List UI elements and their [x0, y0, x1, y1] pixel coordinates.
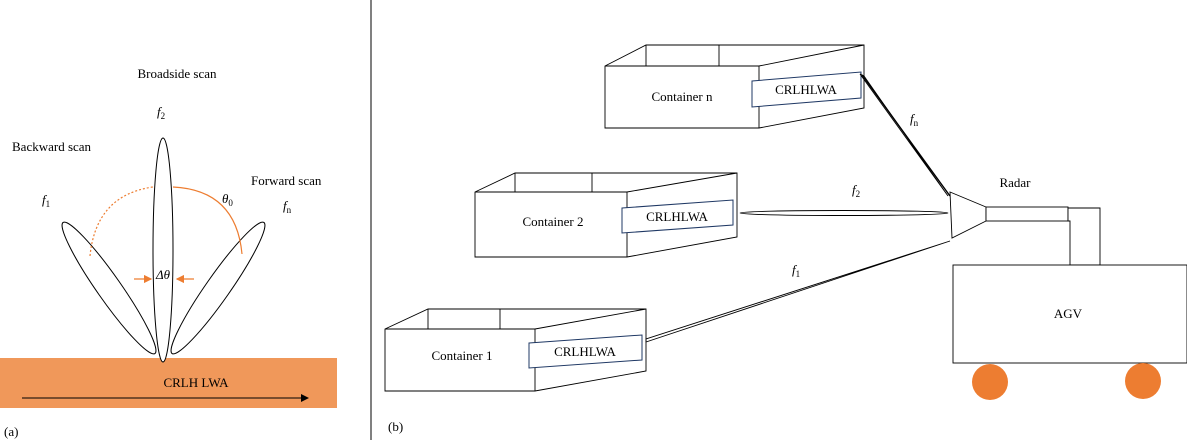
panel-a-label: (a) [4, 424, 18, 439]
f2-label: f2 [157, 104, 165, 121]
container-1-name: Container 1 [431, 348, 492, 363]
panel-b-label: (b) [388, 419, 403, 434]
radar-arm [985, 206, 1069, 222]
container-n-tag: CRLHLWA [751, 71, 862, 108]
beam-fn-label: fn [910, 111, 919, 128]
svg-text:CRLHLWA: CRLHLWA [646, 209, 708, 224]
lobe-broadside [152, 137, 174, 363]
lobe-backward [61, 221, 157, 355]
fn-label: fn [283, 198, 292, 215]
agv-body [952, 264, 1187, 364]
theta0-label: θ0 [222, 191, 233, 208]
agv-label: AGV [1054, 306, 1083, 321]
radar-label: Radar [999, 175, 1031, 190]
agv-wheel-left [972, 364, 1008, 400]
antenna-bar [0, 358, 337, 408]
panel-a: CRLH LWA Δθ Broadside scan Backward scan… [0, 66, 337, 439]
beam-f1-label: f1 [792, 262, 800, 279]
panel-b: Container n CRLHLWA Container 2 CRLHLWA [384, 44, 1187, 434]
container-1-tag: CRLHLWA [528, 334, 643, 369]
lobe-forward [170, 221, 266, 355]
forward-scan-label: Forward scan [251, 173, 322, 188]
beam-f2-label: f2 [852, 182, 860, 199]
radar-horn [949, 191, 987, 239]
forward-scan-arc [172, 186, 243, 255]
agv-wheel-right [1125, 363, 1161, 399]
beam-fn [859, 73, 949, 197]
beam-f2 [739, 210, 949, 216]
svg-text:CRLHLWA: CRLHLWA [775, 82, 837, 97]
f1-label: f1 [42, 192, 50, 209]
broadside-scan-label: Broadside scan [137, 66, 217, 81]
container-n-name: Container n [651, 89, 713, 104]
backward-scan-label: Backward scan [12, 139, 92, 154]
container-2-name: Container 2 [522, 214, 583, 229]
svg-text:CRLHLWA: CRLHLWA [554, 344, 616, 359]
delta-theta-label: Δθ [155, 267, 171, 282]
radar-mast [1067, 207, 1101, 266]
container-2-tag: CRLHLWA [621, 199, 734, 234]
antenna-label: CRLH LWA [163, 375, 229, 390]
container-1 [384, 308, 647, 392]
backward-scan-arc [89, 186, 154, 257]
beam-f1 [645, 240, 951, 343]
